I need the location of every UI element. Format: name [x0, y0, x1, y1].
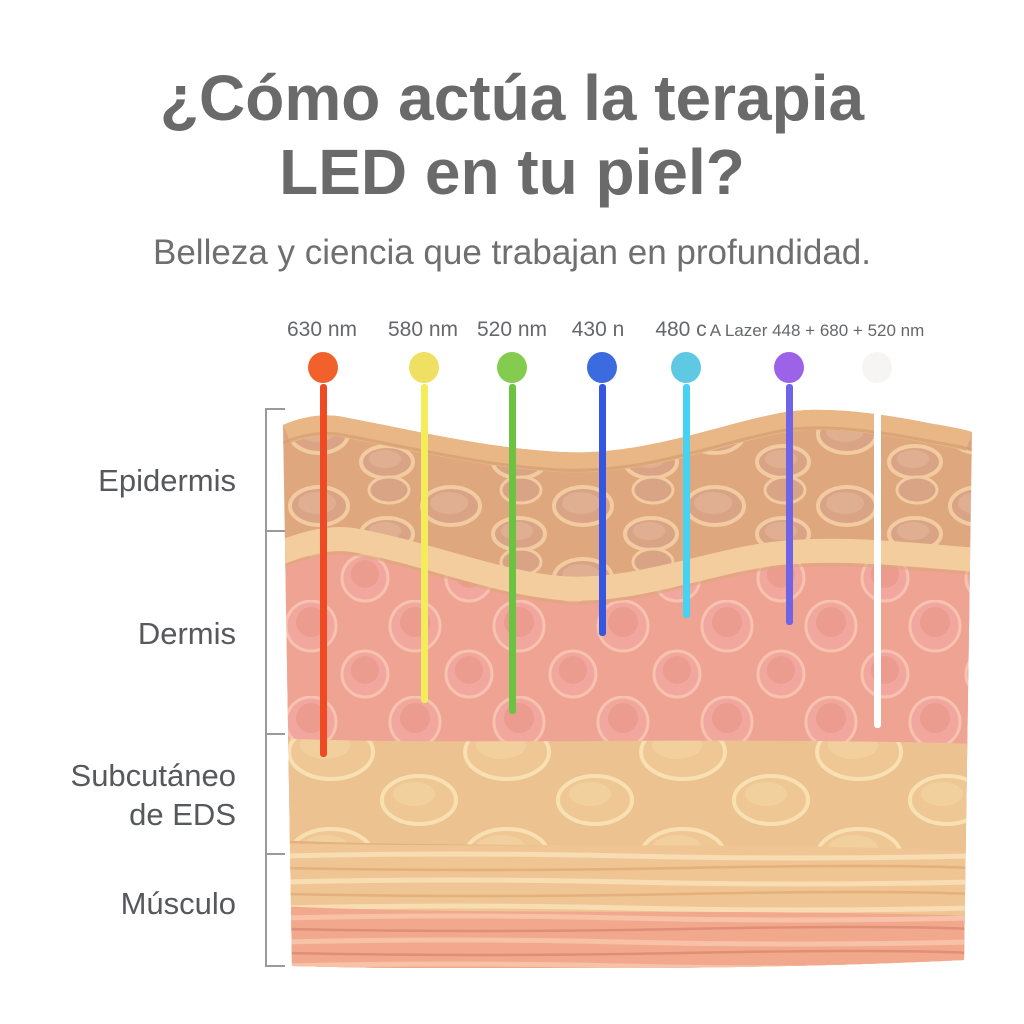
page-title-line2: LED en tu piel? [279, 136, 745, 208]
layer-label-epidermis: Epidermis [98, 463, 236, 498]
epidermis-cream-band-shadow [283, 551, 972, 605]
beam-line-cyan [683, 384, 690, 618]
wavelength-label-laser: A Lazer 448 + 680 + 520 nm [709, 321, 925, 340]
wavelength-label-430n: 430 n [571, 318, 625, 341]
epidermis-cream-band [283, 527, 972, 601]
beam-line-purple [786, 384, 793, 625]
wavelength-label-630nm: 630 nm [286, 318, 358, 341]
skin-surface [283, 409, 972, 473]
bracket-tick [265, 965, 285, 967]
led-dot-white [862, 352, 892, 383]
page-title-line1: ¿Cómo actúa la terapia [159, 62, 865, 134]
layer-label-muscle: Músculo [120, 886, 236, 921]
led-dot-red [308, 352, 338, 383]
beam-line-white [874, 384, 881, 728]
page-subtitle: Belleza y ciencia que trabajan en profun… [153, 233, 871, 272]
bracket-tick [265, 530, 285, 532]
wavelength-label-480c: 480 c [655, 318, 707, 341]
bracket-tick [265, 733, 285, 735]
layer-label-subcutaneous: Subcutáneo de EDS [0, 756, 236, 834]
layer-label-subcutaneous-line2: de EDS [129, 797, 236, 832]
led-dot-cyan [671, 352, 701, 383]
led-dot-blue [587, 352, 617, 383]
skin-surface-line [283, 426, 972, 472]
beam-line-red [320, 384, 327, 757]
beam-line-yellow [421, 384, 428, 703]
beam-line-blue [599, 384, 606, 636]
layer-label-subcutaneous-line1: Subcutáneo [70, 758, 236, 793]
layer-label-dermis: Dermis [137, 616, 236, 651]
beam-line-green [509, 384, 516, 714]
bracket-tick [265, 408, 285, 410]
wavelength-label-580nm: 580 nm [387, 318, 459, 341]
led-dot-yellow [409, 352, 439, 383]
muscle-band-pink [283, 906, 972, 968]
led-dot-green [497, 352, 527, 383]
wavelength-label-520nm: 520 nm [476, 318, 548, 341]
skin-cross-section-illustration [283, 409, 972, 968]
layer-bracket [265, 408, 267, 967]
bracket-tick [265, 853, 285, 855]
led-dot-purple [774, 352, 804, 383]
